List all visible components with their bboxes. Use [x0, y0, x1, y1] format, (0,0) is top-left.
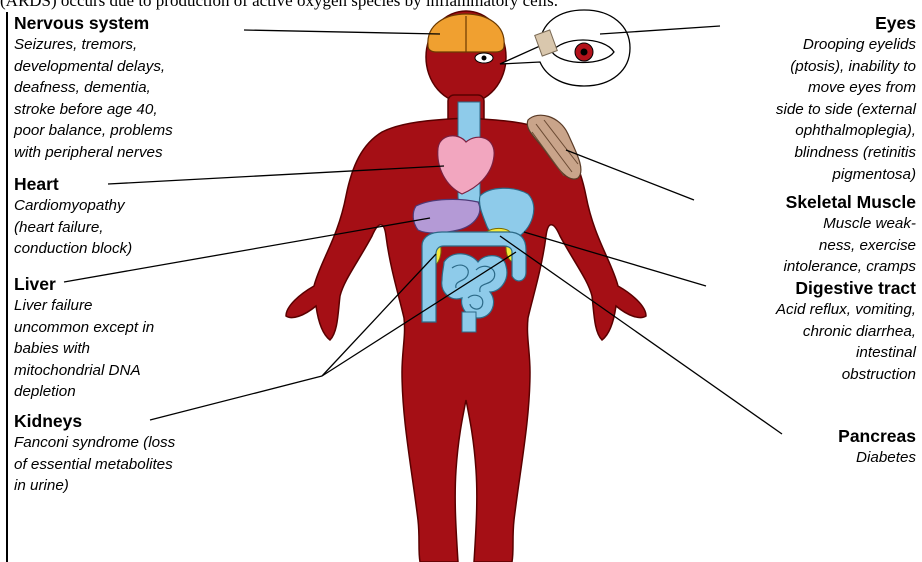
callout-line: obstruction	[776, 364, 916, 386]
callout-description: Cardiomyopathy (heart failure, conductio…	[14, 195, 132, 260]
callout-line: babies with	[14, 338, 154, 360]
callout-line: intestinal	[776, 342, 916, 364]
callout-line: stroke before age 40,	[14, 99, 173, 121]
callout-title: Kidneys	[14, 410, 175, 432]
callout-digestive-tract: Digestive tract Acid reflux, vomiting, c…	[776, 277, 916, 385]
callout-line: Acid reflux, vomiting,	[776, 299, 916, 321]
callout-line: side to side (external	[776, 99, 916, 121]
callout-title: Skeletal Muscle	[783, 191, 916, 213]
callout-line: blindness (retinitis	[776, 142, 916, 164]
callout-title: Digestive tract	[776, 277, 916, 299]
callout-description: Fanconi syndrome (loss of essential meta…	[14, 432, 175, 497]
leader-nervous	[244, 30, 440, 34]
callout-description: Muscle weak- ness, exercise intolerance,…	[783, 213, 916, 278]
callout-line: depletion	[14, 381, 154, 403]
callout-line: deafness, dementia,	[14, 77, 173, 99]
callout-line: intolerance, cramps	[783, 256, 916, 278]
callout-description: Drooping eyelids (ptosis), inability to …	[776, 34, 916, 185]
callout-line: developmental delays,	[14, 56, 173, 78]
callout-title: Nervous system	[14, 12, 173, 34]
callout-pancreas: Pancreas Diabetes	[838, 425, 916, 469]
callout-line: ness, exercise	[783, 235, 916, 257]
callout-line: Seizures, tremors,	[14, 34, 173, 56]
callout-line: Cardiomyopathy	[14, 195, 132, 217]
leader-pancreas	[500, 236, 782, 434]
brain-icon	[428, 14, 504, 52]
callout-line: Liver failure	[14, 295, 154, 317]
callout-line: uncommon except in	[14, 317, 154, 339]
callout-line: Diabetes	[838, 447, 916, 469]
callout-line: Fanconi syndrome (loss	[14, 432, 175, 454]
callout-kidneys: Kidneys Fanconi syndrome (loss of essent…	[14, 410, 175, 497]
callout-title: Heart	[14, 173, 132, 195]
callout-line: conduction block)	[14, 238, 132, 260]
callout-line: Muscle weak-	[783, 213, 916, 235]
callout-line: poor balance, problems	[14, 120, 173, 142]
callout-description: Diabetes	[838, 447, 916, 469]
callout-line: with peripheral nerves	[14, 142, 173, 164]
callout-title: Pancreas	[838, 425, 916, 447]
callout-description: Seizures, tremors, developmental delays,…	[14, 34, 173, 164]
callout-liver: Liver Liver failure uncommon except in b…	[14, 273, 154, 403]
callout-line: chronic diarrhea,	[776, 321, 916, 343]
callout-skeletal-muscle: Skeletal Muscle Muscle weak- ness, exerc…	[783, 191, 916, 278]
callout-title: Liver	[14, 273, 154, 295]
callout-nervous-system: Nervous system Seizures, tremors, develo…	[14, 12, 173, 164]
callout-line: pigmentosa)	[776, 164, 916, 186]
callout-title: Eyes	[776, 12, 916, 34]
callout-line: Drooping eyelids	[776, 34, 916, 56]
callout-eyes: Eyes Drooping eyelids (ptosis), inabilit…	[776, 12, 916, 185]
callout-description: Liver failure uncommon except in babies …	[14, 295, 154, 403]
callout-description: Acid reflux, vomiting, chronic diarrhea,…	[776, 299, 916, 385]
callout-line: of essential metabolites	[14, 454, 175, 476]
leader-kidneys	[150, 376, 322, 420]
callout-line: in urine)	[14, 475, 175, 497]
callout-line: (ptosis), inability to	[776, 56, 916, 78]
callout-line: move eyes from	[776, 77, 916, 99]
callout-line: mitochondrial DNA	[14, 360, 154, 382]
callout-heart: Heart Cardiomyopathy (heart failure, con…	[14, 173, 132, 260]
callout-line: ophthalmoplegia),	[776, 120, 916, 142]
callout-line: (heart failure,	[14, 217, 132, 239]
